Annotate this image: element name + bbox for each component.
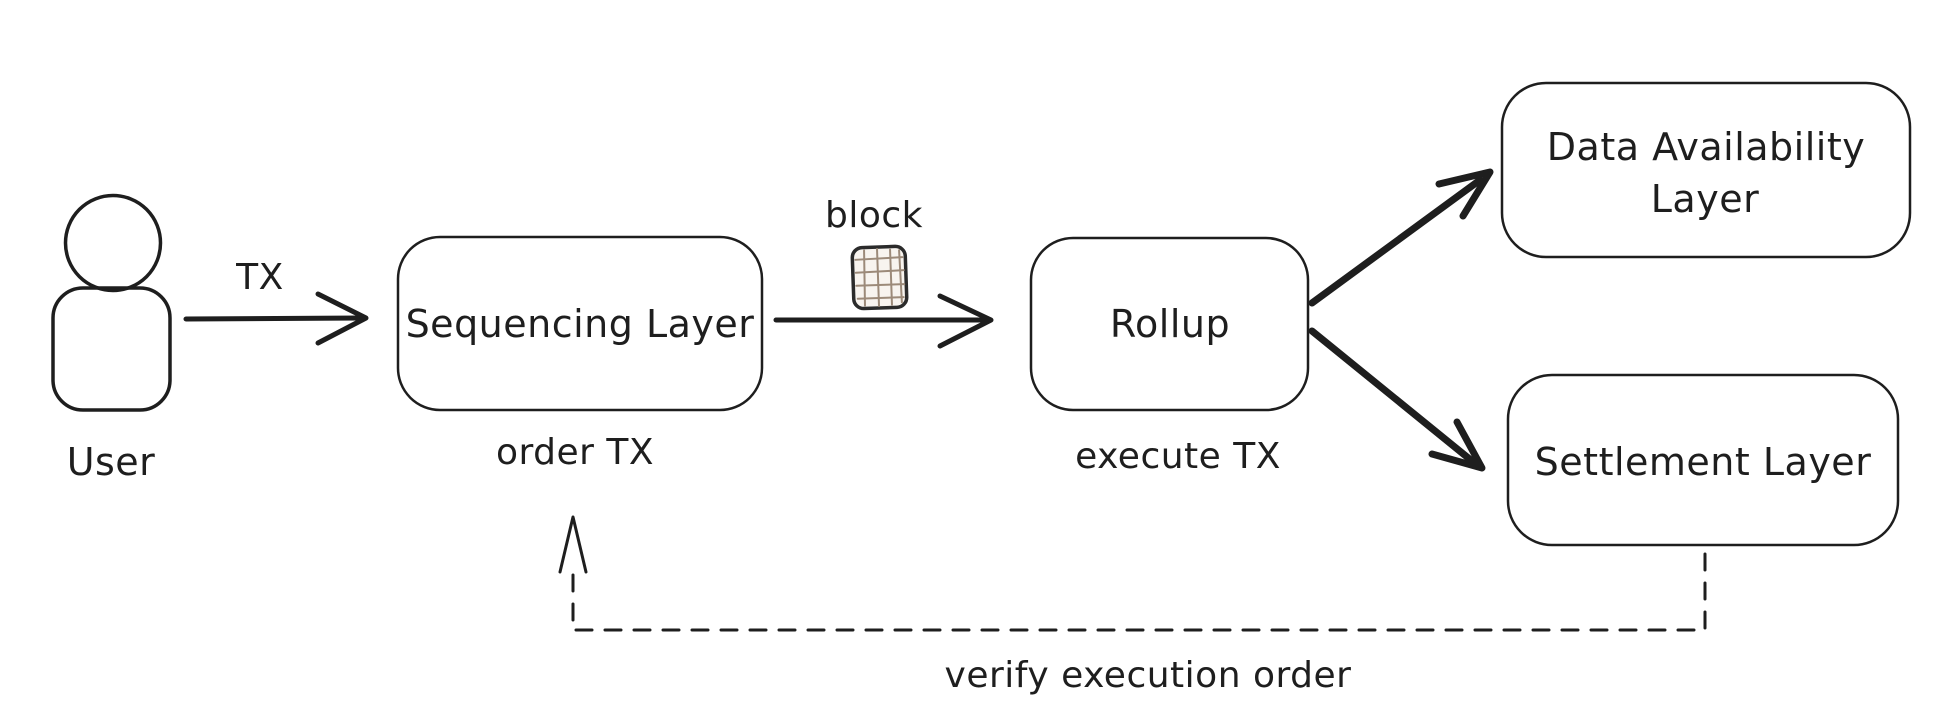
tx-arrow: TX [183, 257, 369, 346]
data-availability-layer-node: Data Availability Layer [1500, 81, 1912, 259]
rollup-to-da-shaft [1308, 176, 1484, 307]
settlement-layer-box [1506, 373, 1900, 547]
verify-execution-order-label: verify execution order [945, 655, 1352, 696]
data-availability-layer-label-line2: Layer [1651, 177, 1759, 221]
user-head [63, 193, 163, 293]
verify-dashed-path [571, 552, 1707, 632]
tx-edge-label: TX [235, 257, 284, 298]
verify-arrowhead-icon [558, 515, 588, 574]
sequencing-layer-node: Sequencing Layer order TX [396, 235, 764, 473]
rollup-node: Rollup execute TX [1029, 236, 1310, 477]
verify-execution-order-edge: verify execution order [558, 515, 1707, 696]
rollup-to-settlement-shaft [1308, 327, 1476, 465]
user-label: User [67, 440, 156, 484]
rollup-to-settlement-arrowhead-icon [1428, 418, 1486, 472]
tx-arrow-shaft [183, 315, 365, 322]
data-availability-layer-label-line1: Data Availability [1547, 125, 1865, 169]
block-edge-label: block [825, 195, 923, 236]
execute-tx-label: execute TX [1075, 436, 1281, 477]
rollup-label: Rollup [1110, 302, 1230, 346]
user-body [51, 286, 172, 412]
block-arrow: block [773, 195, 994, 349]
settlement-layer-node: Settlement Layer [1506, 373, 1900, 547]
sequencing-layer-label: Sequencing Layer [406, 302, 755, 346]
sequencing-layer-box [396, 235, 764, 412]
rollup-to-data-availability-arrow [1308, 168, 1494, 307]
block-cube-outline [850, 244, 909, 311]
block-arrowhead-icon [937, 293, 994, 349]
order-tx-label: order TX [496, 432, 654, 473]
settlement-layer-label: Settlement Layer [1535, 440, 1872, 484]
rollup-to-da-arrowhead-icon [1435, 168, 1494, 220]
rollup-box [1029, 236, 1310, 412]
user-figure: User [51, 193, 172, 484]
data-availability-layer-box [1500, 81, 1912, 259]
rollup-to-settlement-arrow [1308, 327, 1486, 472]
tx-arrowhead-icon [315, 291, 369, 346]
block-cube-hatch [854, 248, 906, 308]
block-cube-icon [850, 244, 909, 311]
